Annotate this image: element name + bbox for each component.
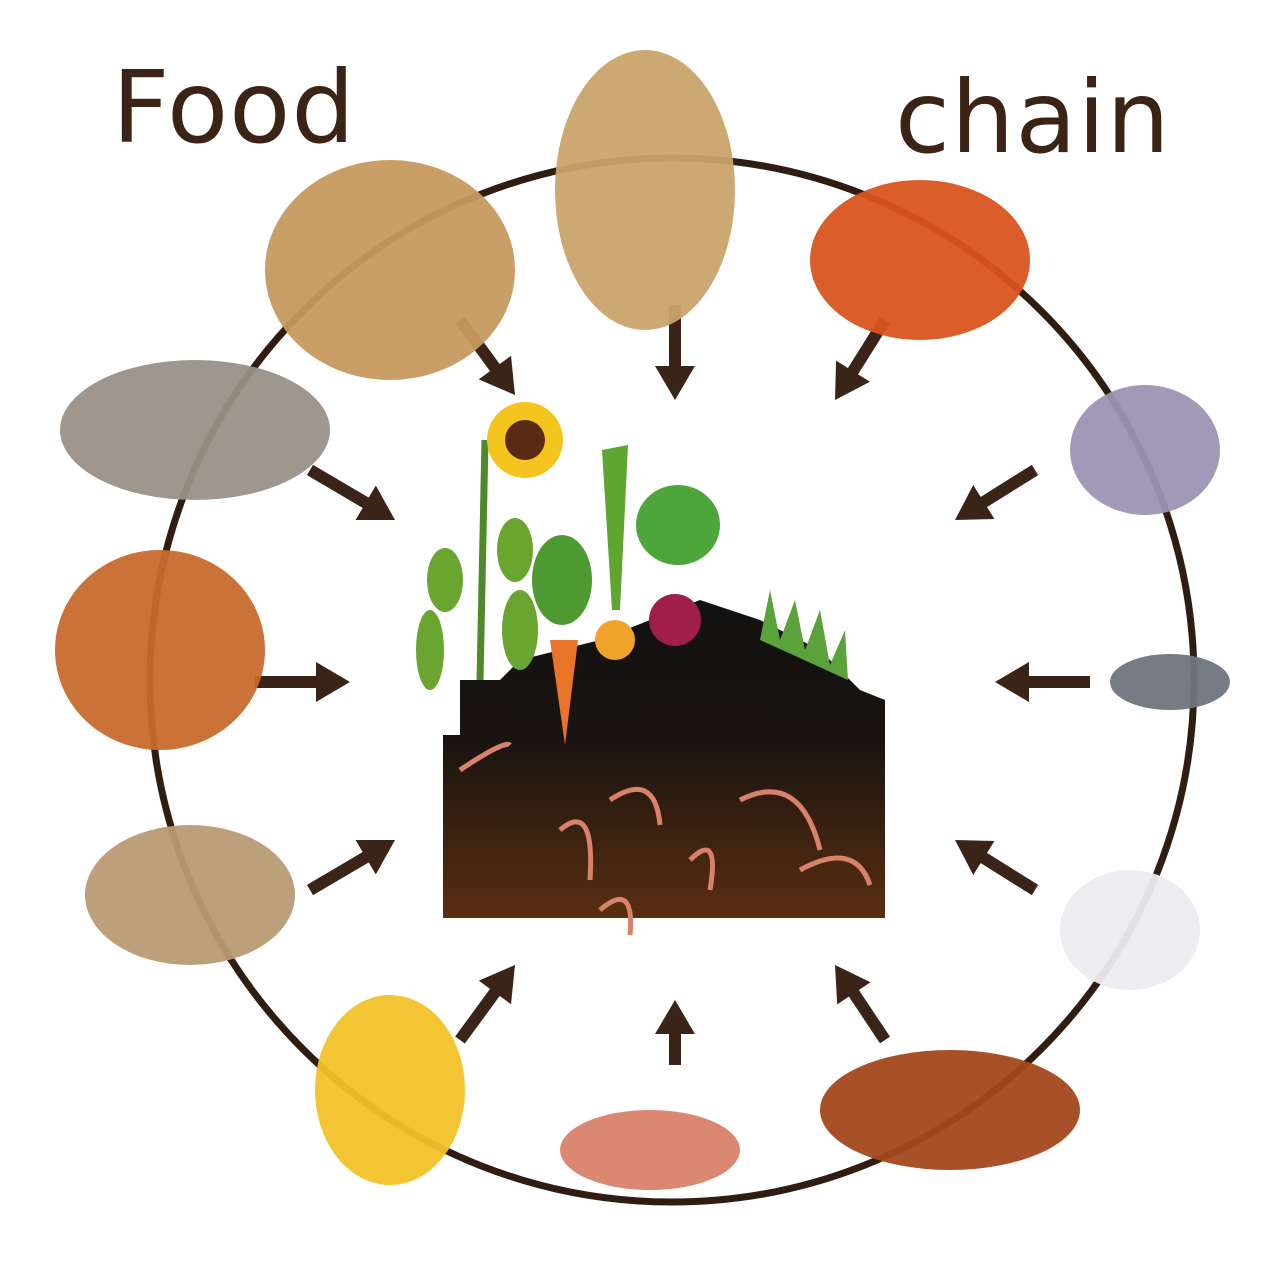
deer-icon xyxy=(55,550,265,750)
pheasant-icon xyxy=(820,1050,1080,1170)
title-food: Food xyxy=(112,49,356,166)
arrow xyxy=(955,464,1039,521)
grass-icon xyxy=(760,590,848,680)
dandelion-icon xyxy=(315,995,465,1185)
arrow xyxy=(306,839,396,896)
earthworm-icon xyxy=(560,1110,740,1190)
sunflower-icon xyxy=(416,402,563,690)
hen-icon xyxy=(1060,870,1200,990)
worm xyxy=(608,787,663,826)
fox-icon xyxy=(810,180,1030,340)
worm xyxy=(688,847,715,891)
onion-icon xyxy=(595,445,635,660)
arrow xyxy=(655,1000,695,1065)
arrow xyxy=(306,464,396,521)
rabbit-icon xyxy=(1070,385,1220,515)
arrow xyxy=(255,662,350,702)
carrot-icon xyxy=(532,535,592,745)
title-chain: chain xyxy=(895,59,1171,176)
arrow xyxy=(834,965,890,1044)
lioness-icon xyxy=(265,160,515,380)
soil-worms xyxy=(458,741,873,936)
worm xyxy=(558,819,594,881)
worm xyxy=(738,789,823,851)
arrow xyxy=(955,839,1039,896)
mouse-icon xyxy=(1110,654,1230,710)
worm xyxy=(458,741,512,773)
arrow xyxy=(995,662,1090,702)
sheep-icon xyxy=(85,825,295,965)
lion-icon xyxy=(555,50,735,330)
wolf-icon xyxy=(60,360,330,500)
arrow xyxy=(455,964,516,1044)
worm xyxy=(598,896,634,936)
soil-block xyxy=(416,402,885,936)
worm xyxy=(798,855,873,886)
beet-icon xyxy=(636,485,720,646)
